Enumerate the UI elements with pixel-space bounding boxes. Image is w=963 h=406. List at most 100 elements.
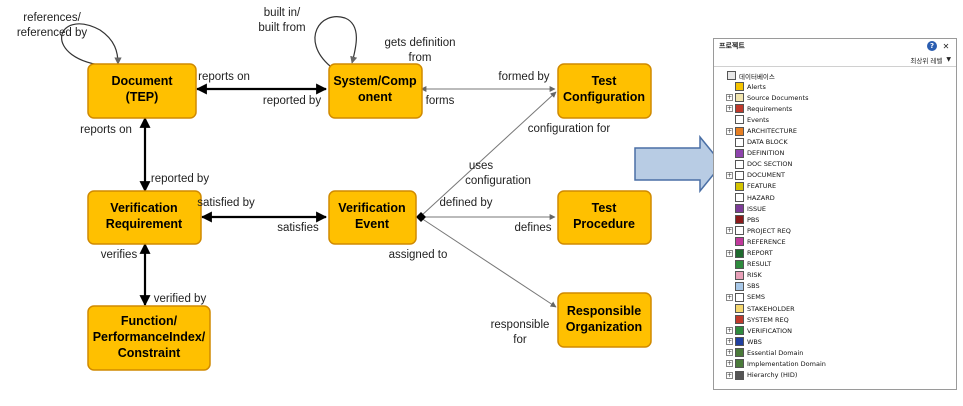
tree-spacer — [726, 238, 733, 245]
tree-item-label: DOCUMENT — [747, 171, 785, 180]
tree-spacer — [726, 139, 733, 146]
label-satisfied-by: satisfied by — [197, 197, 255, 209]
tree-item[interactable]: Alerts — [726, 81, 952, 92]
tree-item[interactable]: +Implementation Domain — [726, 358, 952, 369]
expand-icon[interactable]: + — [726, 127, 733, 135]
tree-item-label: RESULT — [747, 260, 772, 269]
folder-icon — [735, 126, 744, 136]
tree-spacer — [726, 272, 733, 279]
database-icon — [727, 71, 736, 81]
level-selector-label: 최상위 레벨 — [910, 56, 943, 65]
tree-spacer — [726, 305, 733, 312]
label-sys-self-2: built from — [258, 22, 305, 34]
node-verif-event-line2: Event — [355, 217, 390, 231]
node-verif-req-line2: Requirement — [106, 217, 183, 231]
expand-icon[interactable]: + — [726, 371, 733, 379]
edge-event-organization — [420, 217, 557, 308]
node-function[interactable]: Function/ PerformanceIndex/ Constraint — [87, 305, 211, 371]
folder-icon — [735, 237, 744, 247]
label-gets-def-2: from — [409, 52, 432, 64]
folder-icon — [735, 281, 744, 291]
tree-spacer — [726, 161, 733, 168]
expand-icon[interactable]: + — [726, 349, 733, 357]
node-test-procedure[interactable]: Test Procedure — [557, 190, 652, 245]
expand-icon[interactable]: + — [726, 227, 733, 235]
tree-item[interactable]: Events — [726, 114, 952, 125]
tree-spacer — [726, 150, 733, 157]
help-icon[interactable]: ? — [927, 41, 937, 51]
tree-item[interactable]: SBS — [726, 281, 952, 292]
tree-item[interactable]: + DOCUMENT — [726, 170, 952, 181]
tree-item[interactable]: ISSUE — [726, 203, 952, 214]
label-doc-self-2: referenced by — [17, 27, 88, 39]
tree-item[interactable]: FEATURE — [726, 181, 952, 192]
node-test-config-line2: Configuration — [563, 90, 645, 104]
tree-item[interactable]: 데이터베이스 — [718, 70, 952, 81]
tree-item[interactable]: HAZARD — [726, 192, 952, 203]
tree-item-label: VERIFICATION — [747, 326, 792, 335]
tree-item[interactable]: +ARCHITECTURE — [726, 125, 952, 136]
node-verification-event[interactable]: Verification Event — [328, 190, 417, 245]
label-sys-self-1: built in/ — [264, 7, 301, 19]
node-verif-event-line1: Verification — [338, 201, 405, 215]
expand-icon[interactable]: + — [726, 293, 733, 301]
tree-item[interactable]: +Hierarchy (HID) — [726, 370, 952, 381]
expand-icon[interactable]: + — [726, 94, 733, 102]
tree-item-label: FEATURE — [747, 182, 777, 191]
folder-icon — [735, 148, 744, 158]
expand-icon[interactable]: + — [726, 171, 733, 179]
label-forms: forms — [426, 95, 455, 107]
tree-item[interactable]: PBS — [726, 214, 952, 225]
tree-item[interactable]: RISK — [726, 270, 952, 281]
tree-item[interactable]: +Source Documents — [726, 92, 952, 103]
tree-item-label: PROJECT REQ — [747, 226, 791, 235]
node-test-config-line1: Test — [592, 74, 618, 88]
expand-icon[interactable]: + — [726, 249, 733, 257]
tree-item-label: DATA BLOCK — [747, 138, 788, 147]
folder-icon — [735, 137, 744, 147]
expand-icon[interactable]: + — [726, 327, 733, 335]
tree-item[interactable]: DEFINITION — [726, 148, 952, 159]
tree-spacer — [726, 216, 733, 223]
tree-item-label: STAKEHOLDER — [747, 304, 795, 313]
chevron-down-icon[interactable]: ▼ — [946, 56, 951, 63]
tree-item-label: Events — [747, 115, 770, 124]
tree-item-label: 데이터베이스 — [739, 72, 775, 81]
tree-item[interactable]: REFERENCE — [726, 236, 952, 247]
label-assigned-to: assigned to — [389, 249, 448, 261]
folder-icon — [735, 292, 744, 302]
folder-icon — [735, 326, 744, 336]
tree-item[interactable]: +SEMS — [726, 292, 952, 303]
node-verification-requirement[interactable]: Verification Requirement — [87, 190, 202, 245]
node-test-proc-line2: Procedure — [573, 217, 635, 231]
folder-icon — [735, 270, 744, 280]
tree-item[interactable]: SYSTEM REQ — [726, 314, 952, 325]
tree-item[interactable]: +Requirements — [726, 103, 952, 114]
folder-icon — [735, 193, 744, 203]
tree-item[interactable]: STAKEHOLDER — [726, 303, 952, 314]
label-config-for: configuration for — [528, 123, 611, 135]
tree-item[interactable]: RESULT — [726, 259, 952, 270]
node-responsible-organization[interactable]: Responsible Organization — [557, 292, 652, 348]
document-self-loop — [61, 23, 122, 67]
node-system-component[interactable]: System/Comp onent — [328, 63, 423, 119]
level-selector[interactable]: 최상위 레벨 ▼ — [714, 53, 956, 67]
tree-item[interactable]: + PROJECT REQ — [726, 225, 952, 236]
tree-item[interactable]: +WBS — [726, 336, 952, 347]
folder-icon — [735, 93, 744, 103]
close-icon[interactable]: ✕ — [942, 41, 950, 51]
node-test-configuration[interactable]: Test Configuration — [557, 63, 652, 119]
expand-icon[interactable]: + — [726, 105, 733, 113]
tree-item[interactable]: DATA BLOCK — [726, 137, 952, 148]
tree-item[interactable]: DOC SECTION — [726, 159, 952, 170]
expand-icon[interactable]: + — [726, 360, 733, 368]
node-resp-org-line1: Responsible — [567, 304, 641, 318]
tree-item[interactable]: + VERIFICATION — [726, 325, 952, 336]
tree-item[interactable]: +REPORT — [726, 248, 952, 259]
expand-icon[interactable]: + — [726, 338, 733, 346]
tree-item[interactable]: +Essential Domain — [726, 347, 952, 358]
tree-item-label: DOC SECTION — [747, 160, 793, 169]
label-verified-by: verified by — [154, 293, 207, 305]
node-document[interactable]: Document (TEP) — [87, 63, 197, 119]
